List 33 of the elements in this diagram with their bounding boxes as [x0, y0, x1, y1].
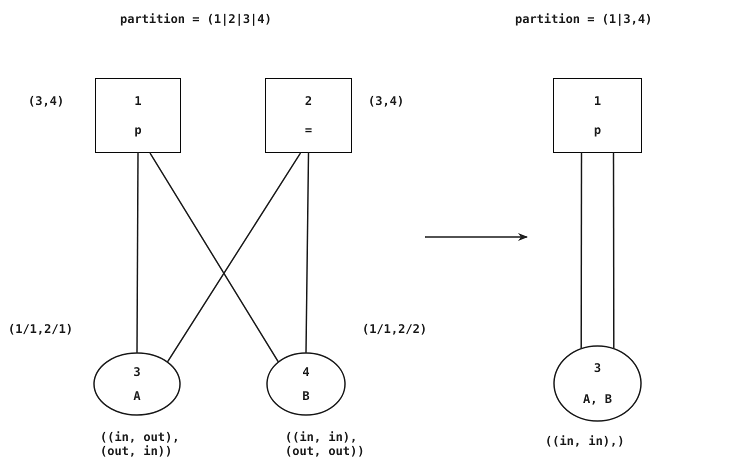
connector-line — [612, 153, 615, 349]
node-annotation: (3,4) — [28, 94, 64, 108]
node-text: 1 — [134, 94, 142, 108]
node-text: 4 — [302, 365, 310, 379]
node-annotation: (1/1,2/1) — [8, 322, 74, 336]
node-text: 1 — [594, 94, 602, 108]
node-text: A, B — [583, 392, 612, 406]
node-annotation: ((in, out), (out, in)) — [100, 430, 180, 458]
ellipse-node — [553, 345, 642, 422]
process-box — [265, 78, 352, 153]
ellipse-node — [266, 352, 346, 416]
connector-line — [580, 153, 582, 349]
node-text: = — [304, 122, 312, 137]
ellipse-node — [93, 352, 181, 416]
node-text: B — [302, 389, 310, 403]
node-annotation: (1/1,2/2) — [362, 322, 428, 336]
node-text: 2 — [304, 94, 312, 108]
node-text: p — [594, 122, 602, 137]
node-text: p — [134, 122, 142, 137]
node-text: A — [133, 389, 141, 403]
process-box — [553, 78, 642, 153]
connector-line — [166, 152, 302, 362]
partition-label: partition = (1|3,4) — [515, 12, 652, 26]
connector-line — [136, 153, 139, 353]
process-box — [95, 78, 181, 153]
node-text: 3 — [594, 361, 602, 376]
node-annotation: (3,4) — [368, 94, 404, 108]
partition-label: partition = (1|2|3|4) — [120, 12, 272, 26]
node-annotation: ((in, in),) — [545, 434, 624, 448]
connector-line — [149, 152, 280, 362]
connector-line — [305, 153, 310, 353]
node-annotation: ((in, in), (out, out)) — [285, 430, 366, 458]
node-text: 3 — [133, 365, 141, 379]
